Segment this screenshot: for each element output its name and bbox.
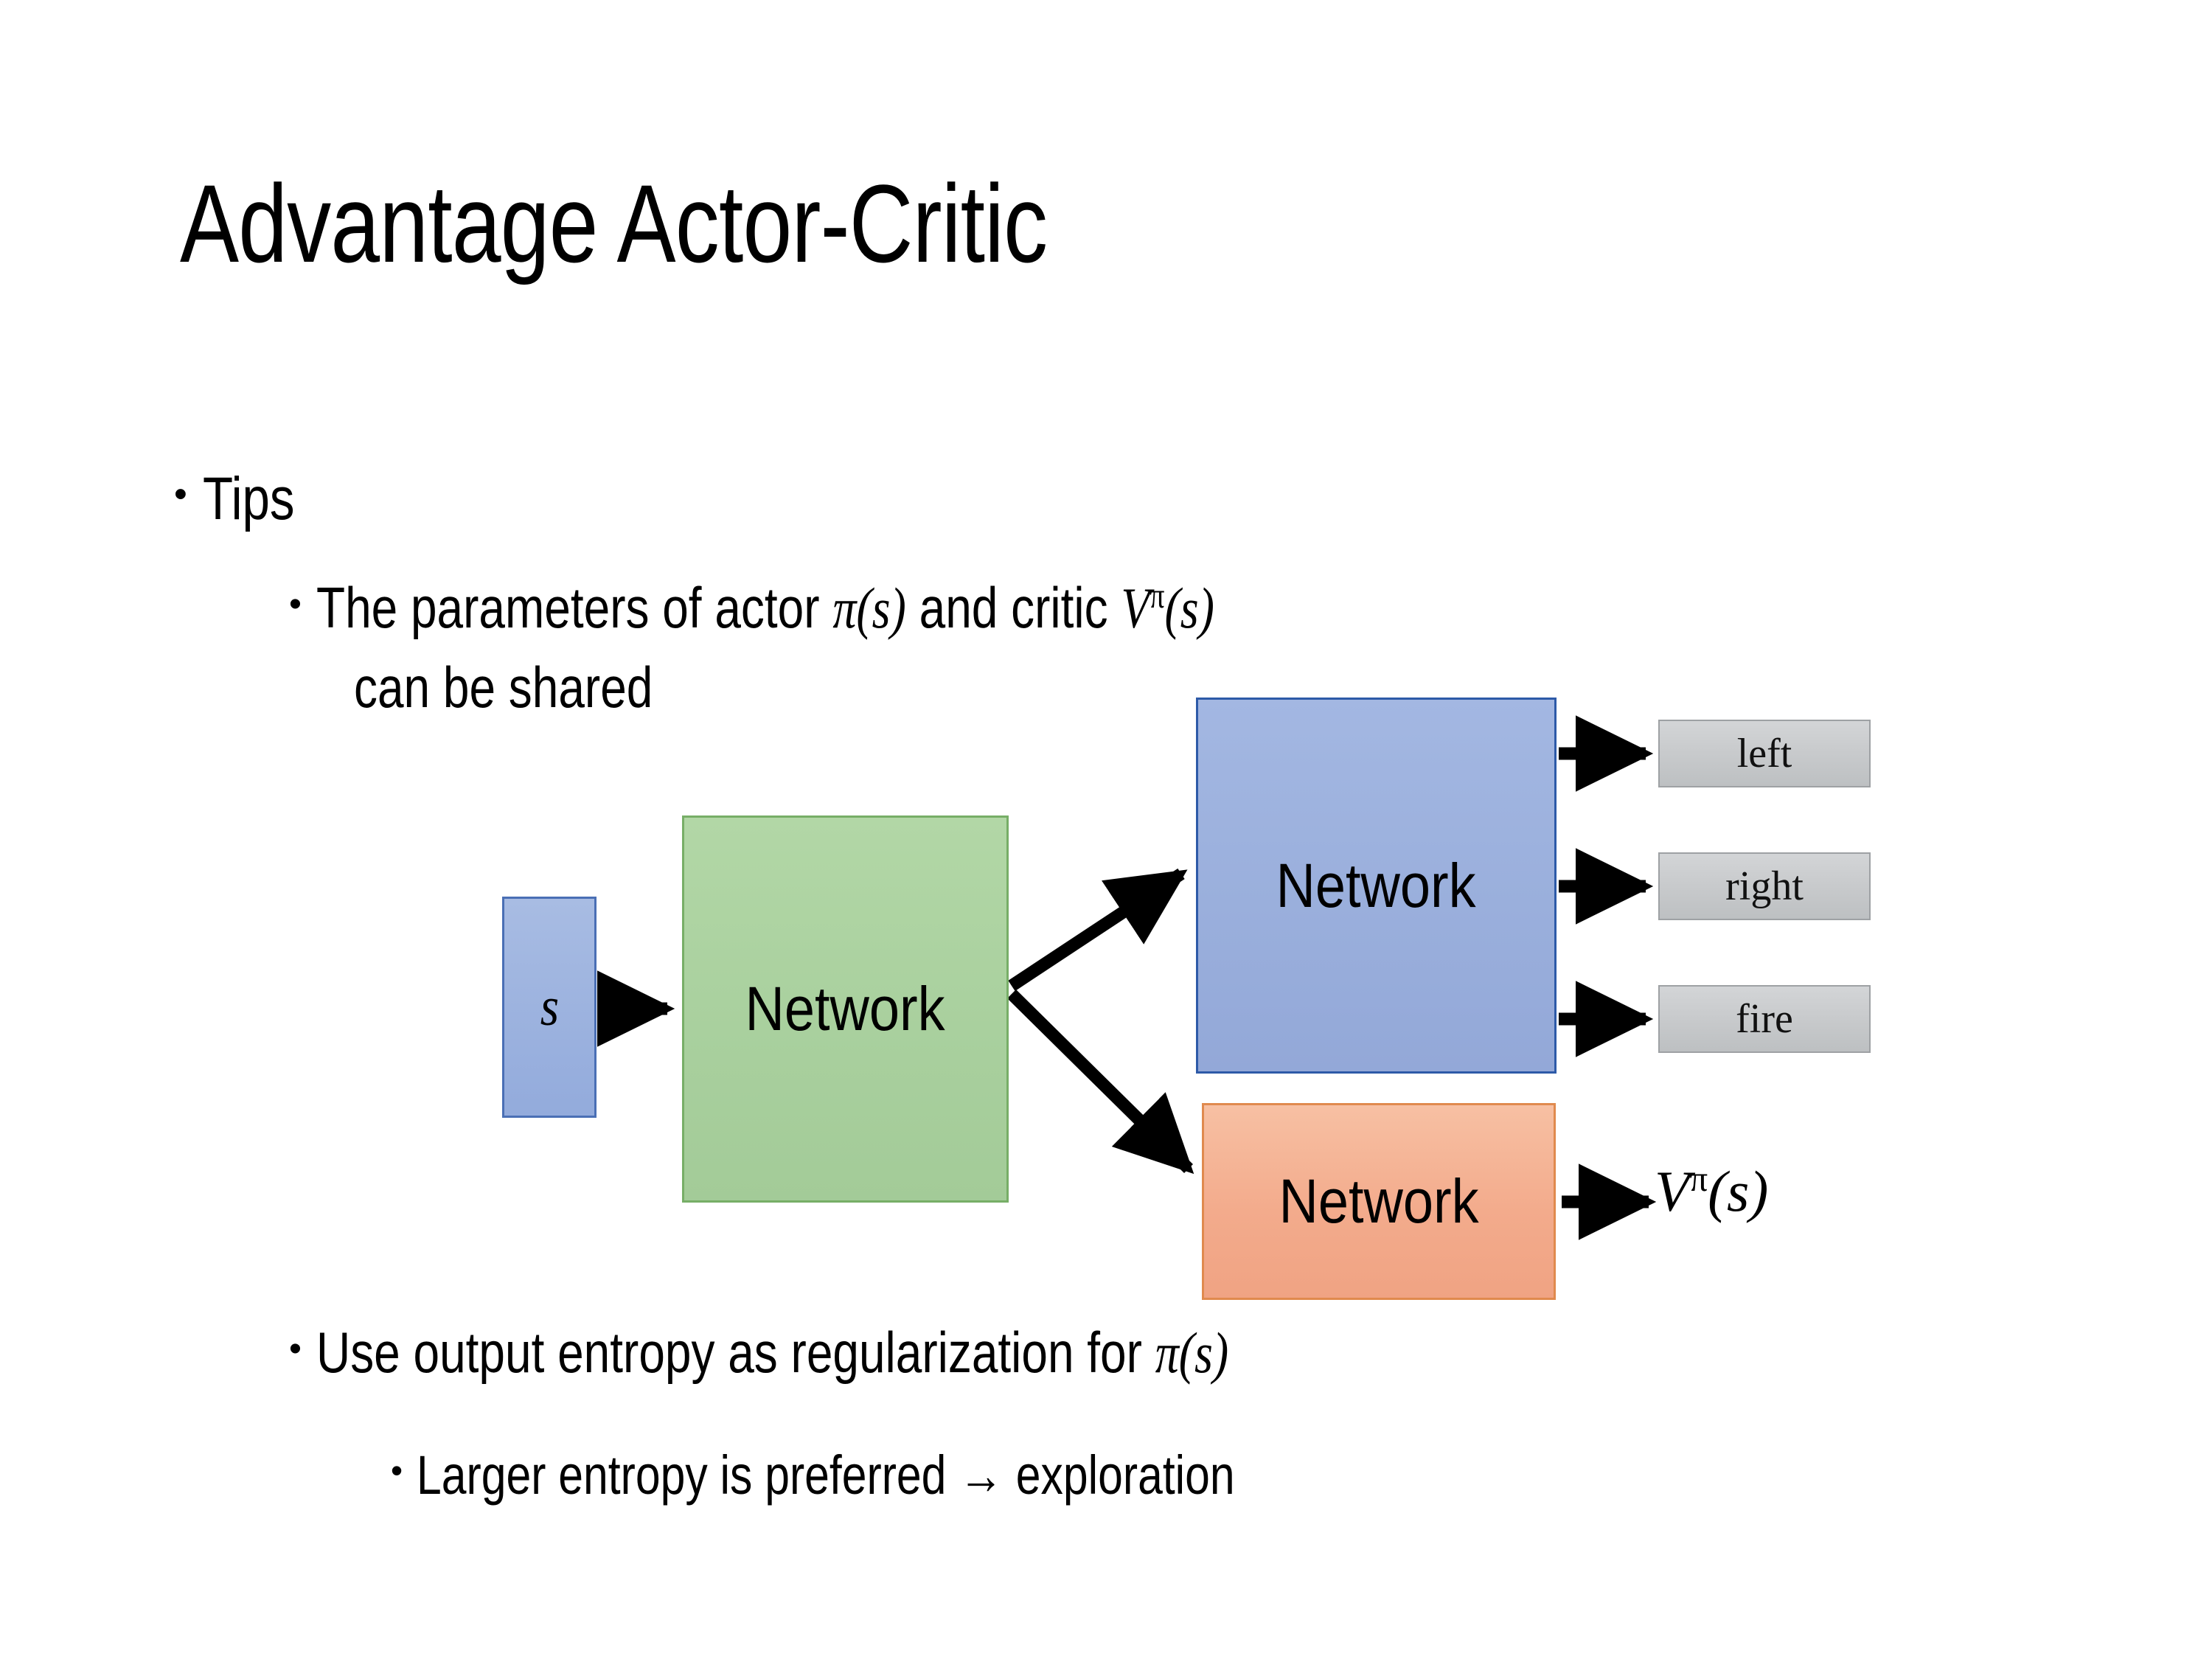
math-actor-pi-s: π(s): [1155, 1321, 1229, 1385]
bullet-larger-entropy-label: Larger entropy is preferred → exploratio…: [417, 1444, 1235, 1506]
bullet-shared-parameters-line2-label: can be shared: [354, 655, 653, 720]
bullet-entropy-regularization-label: Use output entropy as regularization for…: [316, 1320, 1228, 1386]
input-state-label: s: [540, 976, 559, 1037]
critic-network-label: Network: [1279, 1166, 1479, 1236]
actor-network-label: Network: [1276, 850, 1477, 920]
math-actor-pi-s: π(s): [832, 576, 907, 640]
bullet-shared-parameters-line1: The parameters of actor π(s) and critic …: [316, 575, 1214, 641]
shared-network-label: Network: [745, 974, 946, 1043]
math-critic-v: V: [1121, 576, 1150, 640]
bullet-marker-icon: •: [391, 1450, 403, 1489]
text-middle: and critic: [906, 575, 1121, 640]
bullet-entropy-regularization: • Use output entropy as regularization f…: [289, 1320, 1429, 1386]
critic-network-box[interactable]: Network: [1202, 1103, 1556, 1300]
bullet-marker-icon: •: [289, 1328, 302, 1368]
shared-network-box[interactable]: Network: [682, 815, 1009, 1203]
action-label-right: right: [1725, 863, 1804, 909]
bullet-shared-parameters: • The parameters of actor π(s) and criti…: [289, 575, 1412, 641]
action-box-left[interactable]: left: [1658, 720, 1871, 787]
input-state-box[interactable]: s: [502, 897, 597, 1118]
arrow-shared-to-actor: [1008, 868, 1188, 992]
text-lead: Use output entropy as regularization for: [316, 1320, 1155, 1385]
arrow-shared-to-critic: [1007, 989, 1194, 1175]
bullet-tips: • Tips: [174, 465, 315, 534]
math-critic-superscript-pi: π: [1150, 577, 1165, 616]
value-v-symbol: V: [1655, 1159, 1690, 1223]
bullet-tips-label: Tips: [203, 465, 295, 532]
action-box-fire[interactable]: fire: [1658, 985, 1871, 1053]
action-label-left: left: [1736, 731, 1792, 776]
actor-network-box[interactable]: Network: [1196, 698, 1557, 1074]
text-lead: The parameters of actor: [316, 575, 833, 640]
action-box-right[interactable]: right: [1658, 852, 1871, 920]
value-superscript-pi: π: [1689, 1160, 1708, 1199]
bullet-marker-icon: •: [174, 473, 187, 515]
page-title: Advantage Actor-Critic: [180, 161, 1048, 285]
bullet-marker-icon: •: [289, 583, 302, 624]
bullet-larger-entropy: • Larger entropy is preferred → explorat…: [391, 1444, 1415, 1506]
math-critic-arg-s: (s): [1164, 576, 1215, 640]
action-label-fire: fire: [1736, 996, 1793, 1042]
bullet-shared-parameters-line2: can be shared: [354, 655, 718, 721]
value-arg-s: (s): [1708, 1159, 1769, 1223]
value-function-output-label: Vπ(s): [1655, 1158, 1768, 1225]
